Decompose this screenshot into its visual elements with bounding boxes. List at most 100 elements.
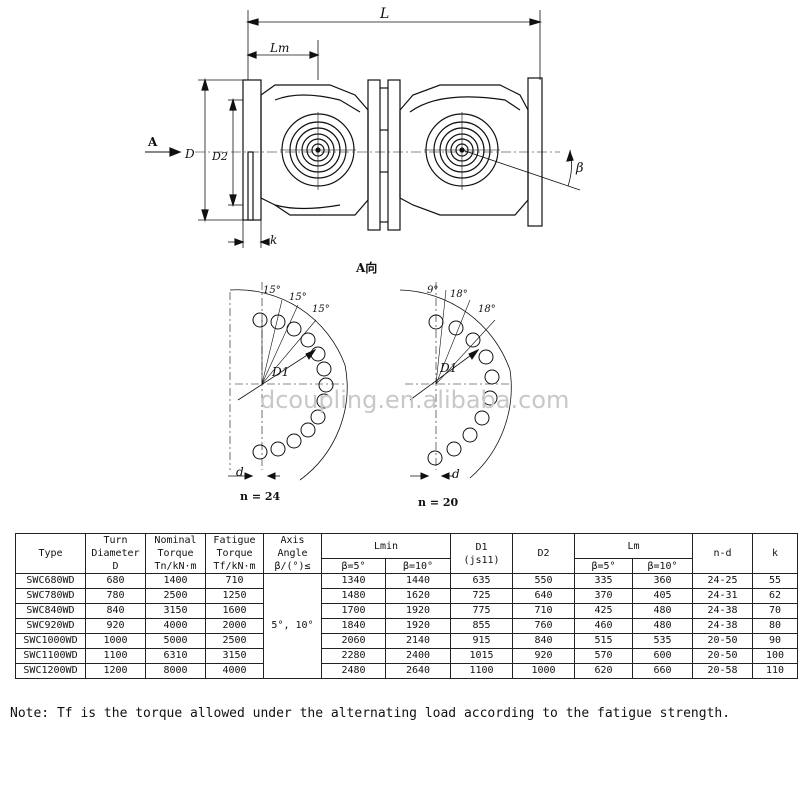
cell-tf: 4000 — [205, 663, 264, 679]
cell-lm5: 570 — [574, 648, 633, 664]
cell-tn: 4000 — [145, 618, 206, 634]
left-bolt-count: n = 24 — [240, 490, 281, 503]
cell-lmin5: 2280 — [321, 648, 386, 664]
cell-lmin10: 1440 — [385, 573, 451, 589]
dim-label-L: L — [379, 6, 389, 22]
cell-type: SWC680WD — [15, 573, 86, 589]
cell-d1: 725 — [450, 588, 513, 604]
dim-label-D2: D2 — [211, 150, 228, 163]
cell-tn: 6310 — [145, 648, 206, 664]
right-angle-1: 9° — [427, 285, 438, 296]
cell-lm10: 360 — [631, 573, 694, 589]
cell-d2: 920 — [512, 648, 575, 664]
dim-label-D: D — [184, 147, 195, 161]
cell-lm5: 335 — [574, 573, 633, 589]
cell-k: 90 — [752, 633, 799, 649]
cell-k: 70 — [752, 603, 799, 619]
cell-d2: 550 — [512, 573, 575, 589]
cell-k: 80 — [752, 618, 799, 634]
cell-type: SWC780WD — [15, 588, 86, 604]
cell-tf: 710 — [205, 573, 264, 589]
header-lm-b10: β=10° — [631, 558, 694, 574]
cell-nd: 24-38 — [692, 618, 754, 634]
cell-turn-d: 780 — [85, 588, 146, 604]
right-angle-3: 18° — [478, 304, 496, 315]
cell-lmin5: 1700 — [321, 603, 386, 619]
cell-turn-d: 1200 — [85, 663, 146, 679]
cell-tn: 1400 — [145, 573, 206, 589]
cell-type: SWC1000WD — [15, 633, 86, 649]
cell-lm5: 370 — [574, 588, 633, 604]
cell-d2: 840 — [512, 633, 575, 649]
view-arrow-label-A: A — [147, 135, 158, 149]
cell-lmin10: 2640 — [385, 663, 451, 679]
cell-k: 62 — [752, 588, 799, 604]
cell-d2: 1000 — [512, 663, 575, 679]
cell-tf: 3150 — [205, 648, 264, 664]
left-angle-1: 15° — [263, 285, 281, 296]
cell-d1: 775 — [450, 603, 513, 619]
cell-tn: 2500 — [145, 588, 206, 604]
right-bolt-count: n = 20 — [418, 496, 459, 509]
cell-type: SWC840WD — [15, 603, 86, 619]
cell-lmin10: 1920 — [385, 618, 451, 634]
cell-tf: 2000 — [205, 618, 264, 634]
cell-lmin5: 1480 — [321, 588, 386, 604]
cell-turn-d: 680 — [85, 573, 146, 589]
cell-lm10: 405 — [631, 588, 694, 604]
cell-lm5: 460 — [574, 618, 633, 634]
cell-tf: 1600 — [205, 603, 264, 619]
cell-turn-d: 1100 — [85, 648, 146, 664]
cell-turn-d: 840 — [85, 603, 146, 619]
cell-lmin10: 2140 — [385, 633, 451, 649]
cell-tn: 3150 — [145, 603, 206, 619]
footnote: Note: Tf is the torque allowed under the… — [10, 706, 731, 721]
left-bolt-pattern — [228, 282, 348, 481]
cell-turn-d: 1000 — [85, 633, 146, 649]
cell-d2: 640 — [512, 588, 575, 604]
cell-k: 110 — [752, 663, 799, 679]
cell-tn: 8000 — [145, 663, 206, 679]
header-d1: D1(js11) — [450, 533, 513, 574]
cell-d1: 1015 — [450, 648, 513, 664]
cell-lm5: 620 — [574, 663, 633, 679]
header-d2: D2 — [512, 533, 575, 574]
cell-lmin5: 1840 — [321, 618, 386, 634]
cell-nd: 24-25 — [692, 573, 754, 589]
cell-type: SWC1200WD — [15, 663, 86, 679]
view-label-A: A向 — [355, 260, 377, 275]
cell-lm5: 515 — [574, 633, 633, 649]
cell-lm5: 425 — [574, 603, 633, 619]
watermark: dcoupling.en.alibaba.com — [260, 386, 569, 414]
cell-type: SWC920WD — [15, 618, 86, 634]
cell-d1: 915 — [450, 633, 513, 649]
left-label-D1: D1 — [271, 365, 289, 379]
cell-k: 55 — [752, 573, 799, 589]
header-lmin-b10: β=10° — [385, 558, 451, 574]
cell-lm10: 660 — [631, 663, 694, 679]
dim-label-Lm: Lm — [269, 41, 289, 55]
cell-lmin10: 1620 — [385, 588, 451, 604]
left-label-d: d — [236, 465, 244, 479]
cell-type: SWC1100WD — [15, 648, 86, 664]
cell-lm10: 535 — [631, 633, 694, 649]
cell-lmin5: 2480 — [321, 663, 386, 679]
right-label-D1: D1 — [439, 361, 457, 375]
cell-nd: 24-38 — [692, 603, 754, 619]
cell-nd: 20-58 — [692, 663, 754, 679]
cell-nd: 24-31 — [692, 588, 754, 604]
cell-nd: 20-50 — [692, 633, 754, 649]
right-bolt-pattern — [399, 282, 512, 480]
coupling-technical-drawing: L Lm A D D2 β k A向 15° 15° 15° D1 d n = … — [145, 6, 584, 509]
right-angle-2: 18° — [450, 289, 468, 300]
